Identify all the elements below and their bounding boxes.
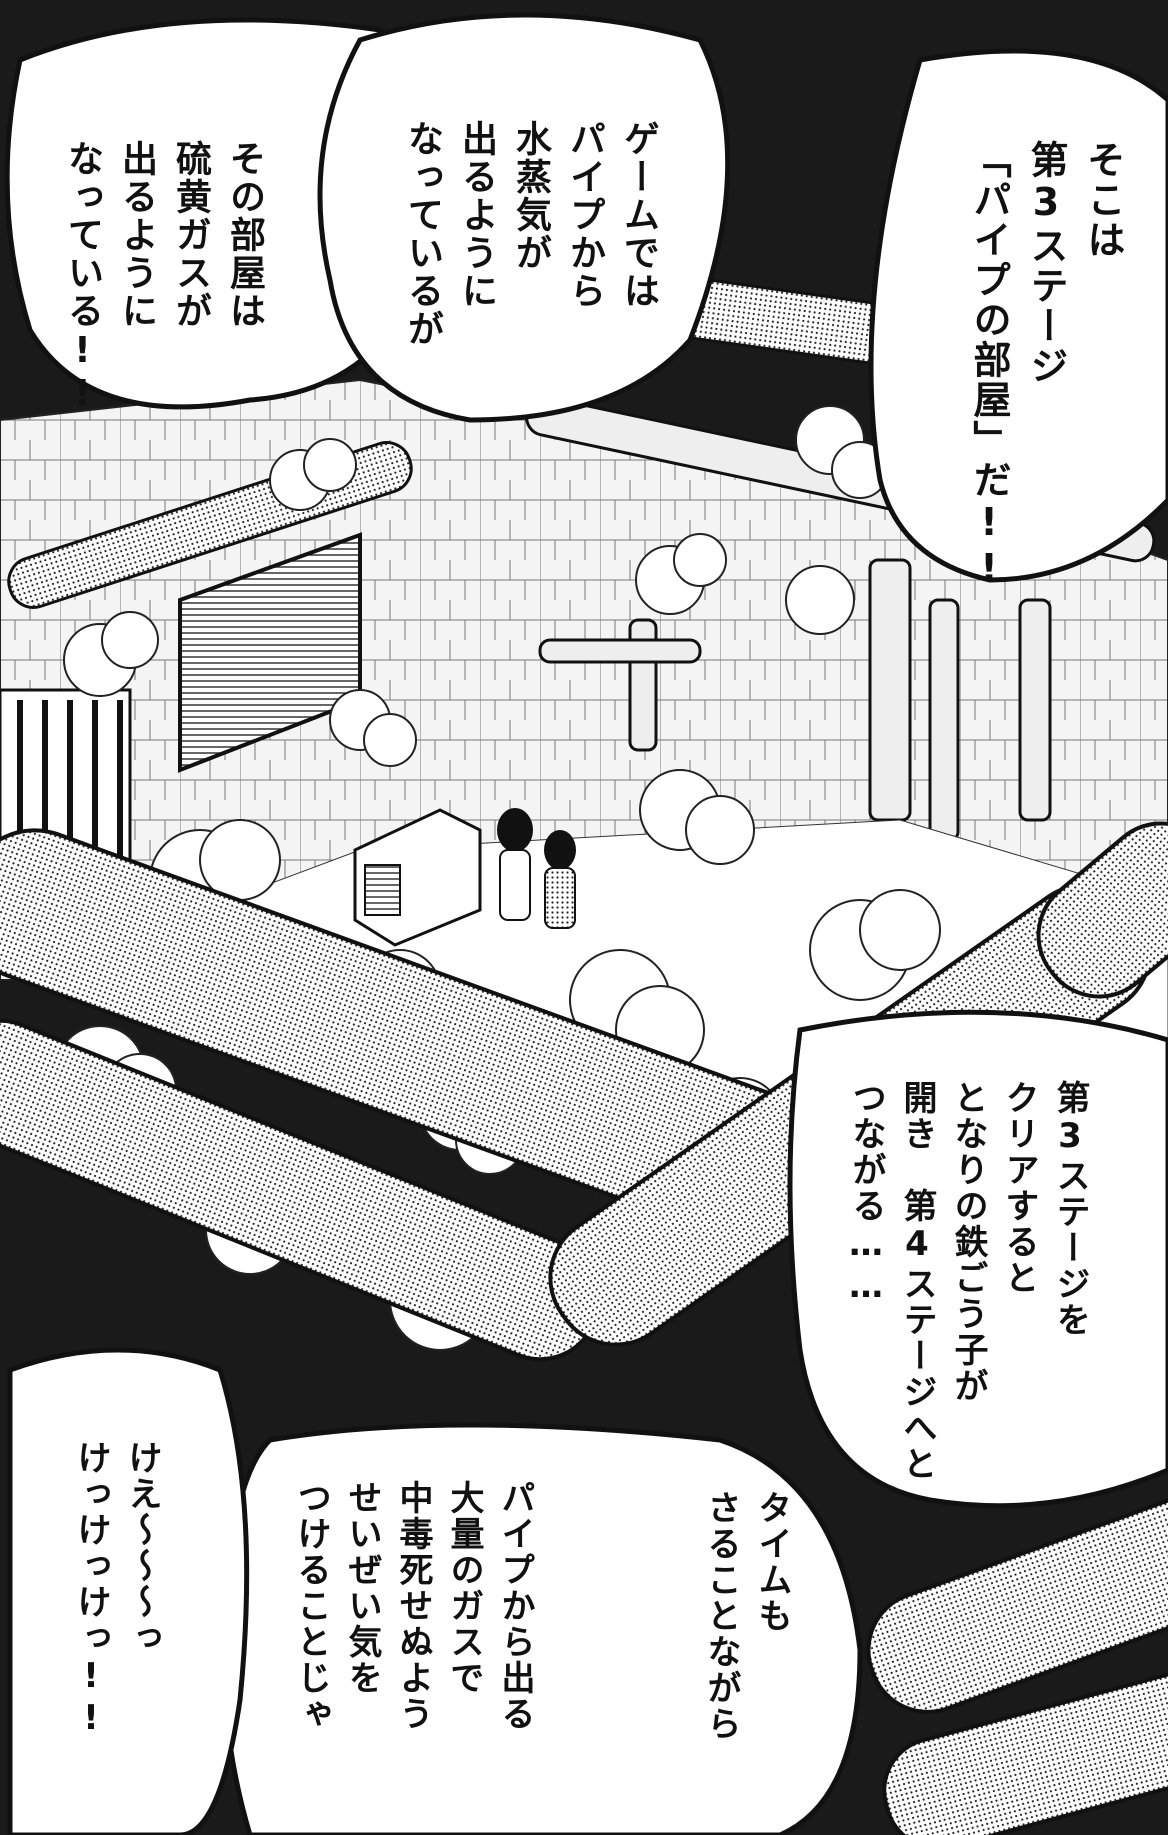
speech-line: せいぜい気を bbox=[342, 1480, 382, 1696]
vertical-pipes bbox=[538, 558, 1052, 842]
speech-line: 出るように bbox=[456, 120, 497, 310]
speech-line: 第3ステージ bbox=[1024, 140, 1068, 386]
speech-bubble-game-steam: ゲームでは パイプから 水蒸気が 出るように なっているが bbox=[395, 120, 665, 410]
speech-line: なっている!! bbox=[62, 140, 103, 416]
speech-line: けっけっけっ!! bbox=[71, 1440, 111, 1740]
control-console bbox=[353, 808, 482, 947]
speech-line: 中毒死せぬよう bbox=[393, 1480, 433, 1732]
speech-line: パイプから bbox=[564, 120, 605, 310]
speech-line: となりの鉄ごう子が bbox=[948, 1080, 988, 1404]
speech-line: タイムも bbox=[752, 1490, 792, 1634]
speech-bubbles bbox=[4, 12, 1168, 1835]
speech-line: クリアすると bbox=[999, 1080, 1039, 1296]
speech-bubble-poison-gas: パイプから出る 大量のガスで 中毒死せぬよう せいぜい気を つけることじゃ bbox=[285, 1480, 540, 1810]
speech-line: その部屋は bbox=[224, 140, 265, 330]
speech-line: ゲームでは bbox=[618, 120, 659, 310]
speech-line: パイプから出る bbox=[495, 1480, 535, 1732]
speech-bubble-laugh: けえ〜〜〜っ けっけっけっ!! bbox=[65, 1440, 167, 1770]
speech-line: 第3ステージを bbox=[1050, 1080, 1090, 1338]
speech-line: つけることじゃ bbox=[291, 1480, 331, 1732]
speech-line: 「パイプの部屋」だ!! bbox=[967, 140, 1011, 592]
speech-line: 硫黄ガスが bbox=[170, 140, 211, 330]
speech-line: 水蒸気が bbox=[510, 120, 551, 272]
speech-bubble-stage3: そこは 第3ステージ 「パイプの部屋」だ!! bbox=[960, 140, 1131, 592]
characters bbox=[497, 808, 576, 929]
speech-line: けえ〜〜〜っ bbox=[122, 1440, 162, 1656]
speech-bubble-stage4: 第3ステージを クリアすると となりの鉄ごう子が 開き 第4ステージへと つなが… bbox=[840, 1080, 1095, 1500]
speech-bubble-time: タイムも さることながら bbox=[695, 1490, 797, 1790]
speech-line: 出るように bbox=[116, 140, 157, 330]
speech-line: つながる…… bbox=[846, 1080, 886, 1308]
speech-line: 大量のガスで bbox=[444, 1480, 484, 1696]
speech-bubble-sulfur-gas: その部屋は 硫黄ガスが 出るように なっている!! bbox=[55, 140, 271, 416]
speech-line: なっているが bbox=[402, 120, 443, 348]
speech-line: さることながら bbox=[701, 1490, 741, 1742]
speech-line: 開き 第4ステージへと bbox=[897, 1080, 937, 1482]
speech-line: そこは bbox=[1081, 140, 1125, 260]
